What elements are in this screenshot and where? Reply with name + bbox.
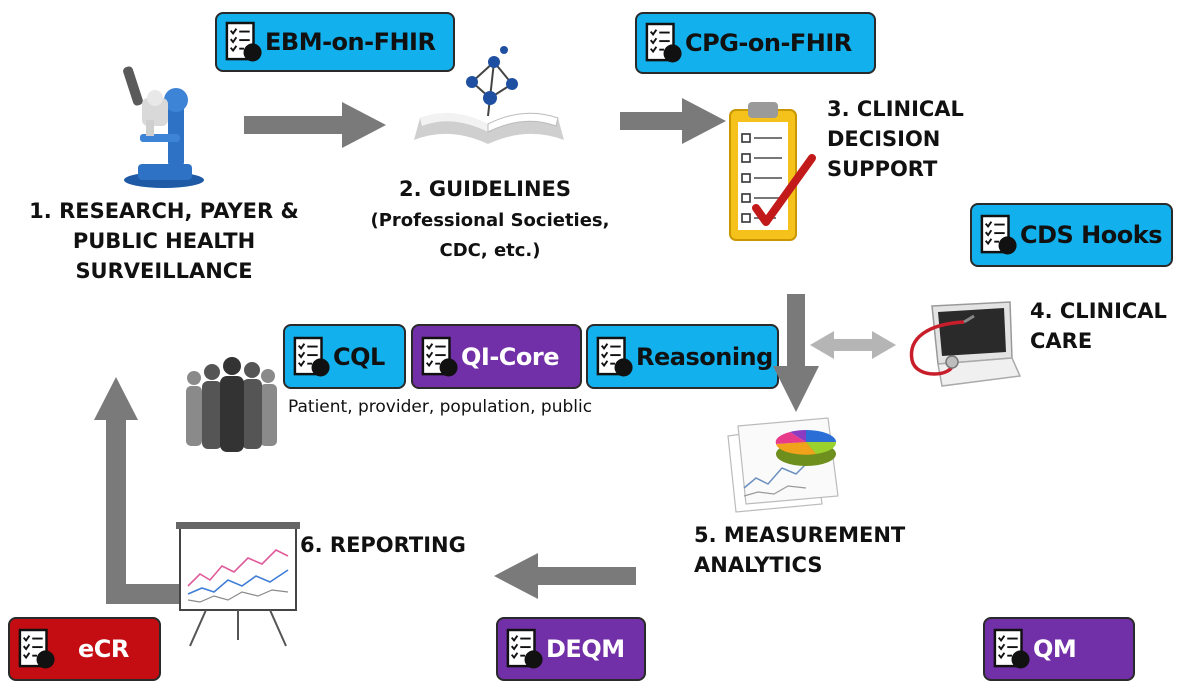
step-1-label: 1. RESEARCH, PAYER & PUBLIC HEALTH SURVE… [16,196,312,286]
cpg-on-fhir-label: CPG-on-FHIR [685,29,852,57]
cql-badge[interactable]: CQL [283,324,406,389]
cds-hooks-badge[interactable]: CDS Hooks [970,203,1173,267]
qm-label: QM [1033,635,1077,663]
step-6-label: 6. REPORTING [300,533,466,557]
step-3-line-3: SUPPORT [827,157,938,181]
step-2-sub-line-1: (Professional Societies, [370,210,610,231]
step-1-line-3: SURVEILLANCE [75,259,253,283]
cpg-on-fhir-badge[interactable]: CPG-on-FHIR [635,12,876,74]
open-book-molecule-icon [414,46,564,144]
qi-core-badge[interactable]: QI-Core [411,324,582,389]
step-3-label: 3. CLINICAL DECISION SUPPORT [827,94,987,184]
arrow-bidirectional-clinical-care [810,331,896,359]
ecr-label: eCR [78,635,129,663]
pie-chart-reports-icon [727,417,839,513]
arrow-guidelines-to-cds [620,98,726,144]
qm-badge[interactable]: QM [983,617,1135,681]
step-2-title: 2. GUIDELINES [398,177,572,201]
arrow-research-to-guidelines [244,102,386,148]
arrow-cds-to-measurement [773,294,819,412]
step-3-line-1: 3. CLINICAL [827,97,964,121]
step-5-line-2: ANALYTICS [694,553,823,577]
ebm-on-fhir-label: EBM-on-FHIR [265,28,436,56]
ecr-badge[interactable]: eCR [8,617,161,681]
presentation-chart-icon [176,522,300,647]
clipboard-checklist-icon [729,102,816,241]
reasoning-label: Reasoning [636,342,773,371]
arrow-reporting-to-research [94,377,184,604]
step-4-line-2: CARE [1030,329,1093,353]
people-silhouette-icon [186,357,277,452]
cds-hooks-label: CDS Hooks [1020,221,1162,249]
step-4-line-1: 4. CLINICAL [1030,299,1167,323]
deqm-badge[interactable]: DEQM [496,617,646,681]
laptop-stethoscope-icon [909,301,1022,387]
step-2-subtitle: (Professional Societies, CDC, etc.) [354,206,626,266]
step-5-line-1: 5. MEASUREMENT [694,523,906,547]
step-1-line-2: PUBLIC HEALTH [72,229,256,253]
microscope-icon [123,66,204,188]
step-5-label: 5. MEASUREMENT ANALYTICS [694,520,934,580]
step-4-label: 4. CLINICAL CARE [1030,296,1176,356]
population-note: Patient, provider, population, public [288,397,593,417]
cql-label: CQL [333,342,385,371]
deqm-label: DEQM [546,635,625,663]
step-3-line-2: DECISION [827,127,941,151]
qi-core-label: QI-Core [461,342,560,371]
arrow-measurement-to-reporting [494,553,636,599]
reasoning-badge[interactable]: Reasoning [586,324,779,389]
ebm-on-fhir-badge[interactable]: EBM-on-FHIR [215,12,455,72]
step-2-sub-line-2: CDC, etc.) [439,240,541,261]
step-1-line-1: 1. RESEARCH, PAYER & [29,199,299,223]
